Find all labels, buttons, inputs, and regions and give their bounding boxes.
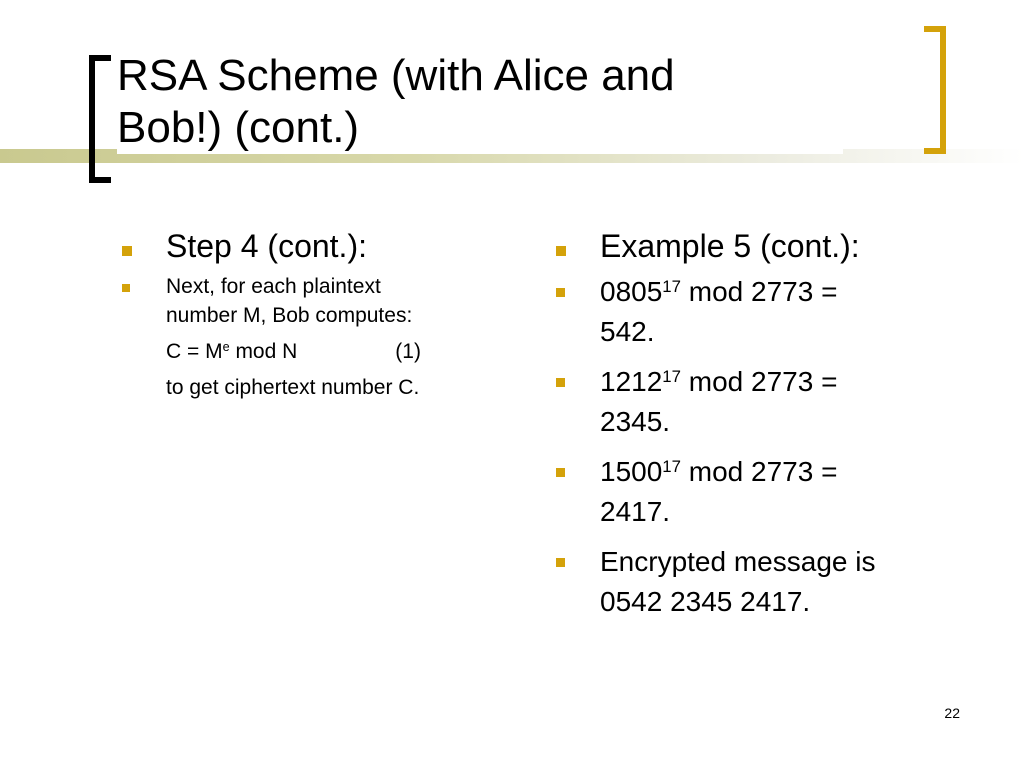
left-sub-line-2: number M, Bob computes: xyxy=(166,304,413,327)
example-rest: mod 2773 = xyxy=(680,456,838,487)
title-line-2: Bob!) (cont.) xyxy=(117,102,366,154)
example-item-2: 121217 mod 2773 = 2345. xyxy=(552,362,952,442)
example-item-1: 080517 mod 2773 = 542. xyxy=(552,272,952,352)
square-bullet-icon xyxy=(122,246,132,256)
example-exponent: 17 xyxy=(662,276,681,296)
left-heading-item: Step 4 (cont.): xyxy=(118,226,518,266)
left-sub-item: Next, for each plaintext number M, Bob c… xyxy=(118,272,518,330)
title-line-1: RSA Scheme (with Alice and xyxy=(117,51,675,100)
right-bracket-decoration xyxy=(924,26,946,154)
example-result: 2417. xyxy=(600,496,671,527)
example-item-3: 150017 mod 2773 = 2417. xyxy=(552,452,952,532)
formula-exponent: e xyxy=(222,340,230,355)
formula-line: C = Me mod N (1) xyxy=(118,337,518,366)
square-bullet-icon xyxy=(556,246,566,256)
left-bracket-decoration xyxy=(89,55,111,183)
example-base: 1212 xyxy=(600,366,663,397)
formula-rest: mod N xyxy=(229,340,298,363)
conclusion-line: to get ciphertext number C. xyxy=(118,373,518,402)
left-sub-line-1: Next, for each plaintext xyxy=(166,275,381,298)
square-bullet-icon xyxy=(556,558,565,567)
example-result: 2345. xyxy=(600,406,671,437)
square-bullet-icon xyxy=(122,284,130,292)
formula-number: (1) xyxy=(395,340,421,363)
square-bullet-icon xyxy=(556,378,565,387)
square-bullet-icon xyxy=(556,468,565,477)
encrypted-message-line-1: Encrypted message is xyxy=(600,546,876,577)
encrypted-message-line-2: 0542 2345 2417. xyxy=(600,586,811,617)
example-exponent: 17 xyxy=(662,456,681,476)
formula-c: C = M xyxy=(166,340,223,363)
square-bullet-icon xyxy=(556,288,565,297)
encrypted-message-item: Encrypted message is 0542 2345 2417. xyxy=(552,542,952,622)
right-heading-item: Example 5 (cont.): xyxy=(552,226,952,266)
right-column: Example 5 (cont.): 080517 mod 2773 = 542… xyxy=(552,226,952,632)
example-exponent: 17 xyxy=(662,366,681,386)
example-base: 1500 xyxy=(600,456,663,487)
left-column: Step 4 (cont.): Next, for each plaintext… xyxy=(118,226,518,409)
slide-title: RSA Scheme (with Alice and Bob!) (cont.) xyxy=(117,50,843,154)
left-heading: Step 4 (cont.): xyxy=(166,228,367,264)
example-rest: mod 2773 = xyxy=(680,276,838,307)
right-heading: Example 5 (cont.): xyxy=(600,228,860,264)
example-base: 0805 xyxy=(600,276,663,307)
example-result: 542. xyxy=(600,316,655,347)
page-number: 22 xyxy=(944,705,960,721)
conclusion-text: to get ciphertext number C. xyxy=(166,376,420,399)
example-rest: mod 2773 = xyxy=(680,366,838,397)
